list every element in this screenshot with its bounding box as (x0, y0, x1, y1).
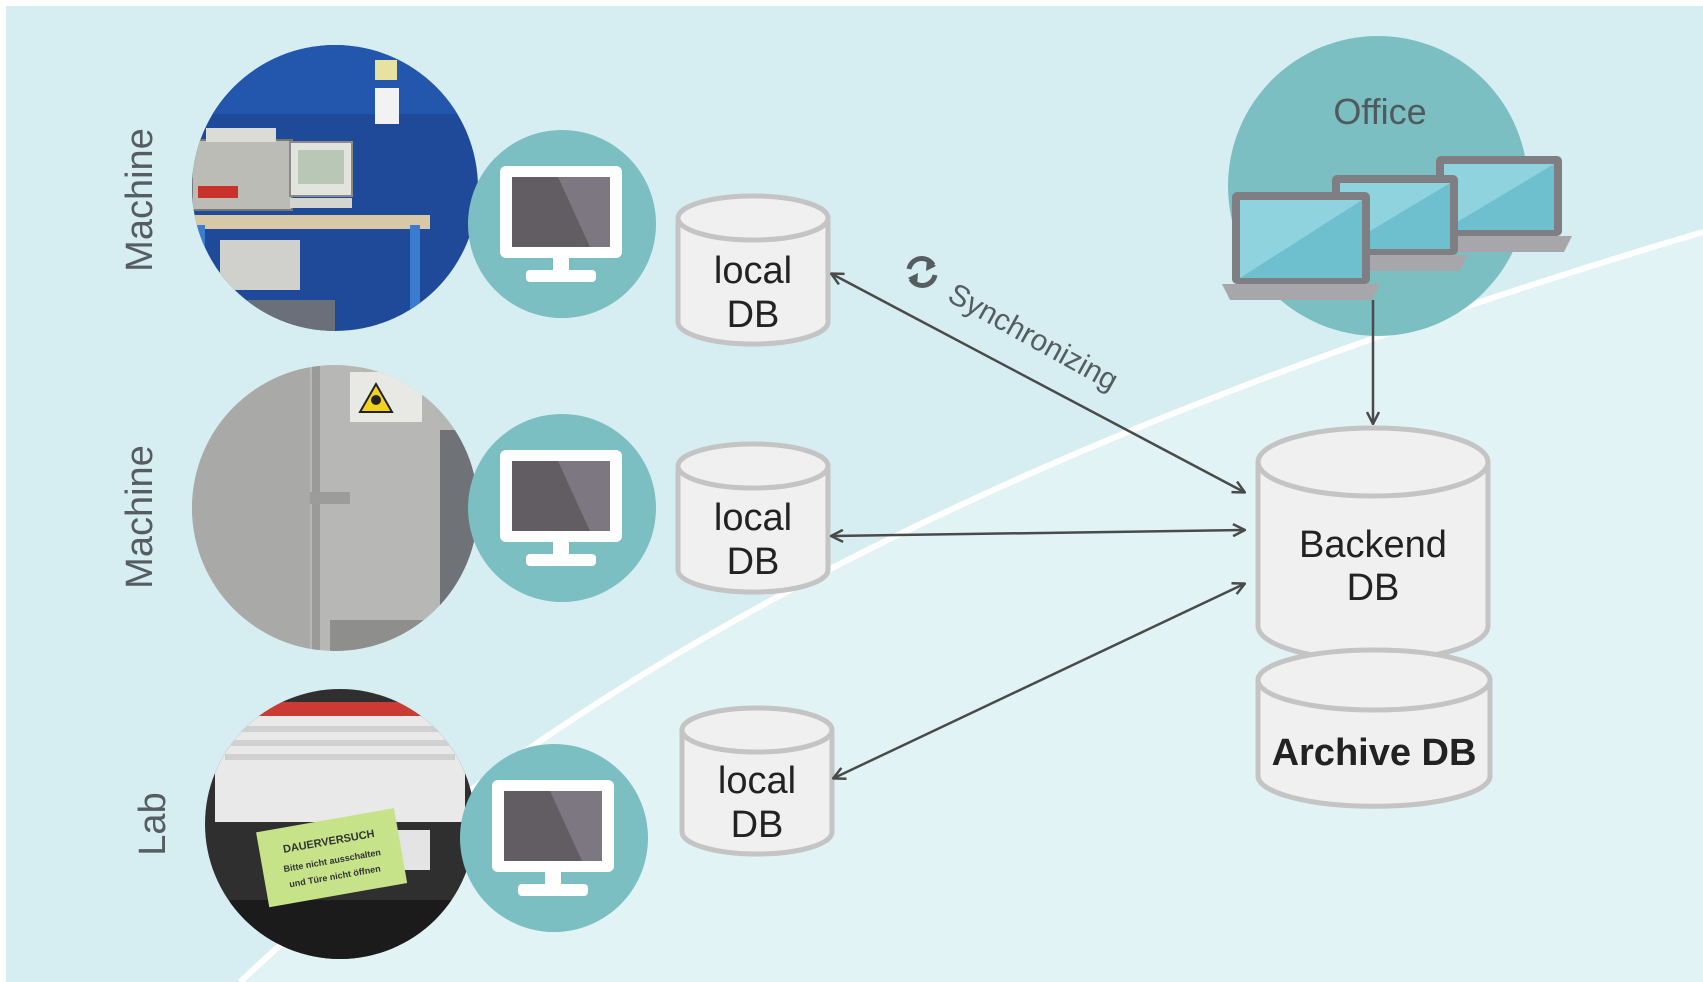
db-label-line2: DB (727, 541, 780, 583)
machine-photo-2 (192, 365, 478, 651)
sync-arrow-row1 (832, 274, 1244, 492)
local-db-1: local DB (675, 193, 831, 347)
lab-photo: DAUERVERSUCH Bitte nicht ausschalten und… (205, 689, 475, 959)
row-label: Lab (132, 792, 174, 855)
archive-label: Archive DB (1272, 732, 1477, 774)
sync-icon (906, 256, 938, 288)
office-label: Office (1333, 91, 1426, 132)
archive-db: Archive DB (1255, 647, 1493, 809)
backend-label-line1: Backend (1299, 524, 1447, 566)
backend-label-line2: DB (1347, 567, 1400, 609)
backend-db: Backend DB (1255, 425, 1491, 663)
db-label-line1: local (714, 497, 792, 539)
laptop-icon (1426, 156, 1572, 252)
monitor-icon (500, 450, 622, 566)
db-label-line2: DB (731, 804, 784, 846)
lab-sign: DAUERVERSUCH Bitte nicht ausschalten und… (256, 808, 408, 908)
connections (832, 274, 1373, 778)
db-label-line2: DB (727, 294, 780, 336)
row-machine-2: Machine local DB (119, 365, 831, 651)
sync-arrow-row3 (834, 584, 1244, 778)
local-db-2: local DB (675, 441, 831, 595)
local-db-3: local DB (679, 705, 835, 857)
row-lab: Lab DAUERVERSUCH Bitte nicht ausschalten… (132, 689, 835, 959)
office-group: Office (1222, 36, 1572, 336)
db-label-line1: local (718, 760, 796, 802)
row-label: Machine (119, 128, 161, 272)
row-label: Machine (119, 445, 161, 589)
monitor-icon (492, 780, 614, 896)
laptop-icon (1222, 192, 1380, 300)
monitor-icon (500, 166, 622, 282)
sync-arrow-row2 (832, 530, 1244, 536)
db-label-line1: local (714, 250, 792, 292)
